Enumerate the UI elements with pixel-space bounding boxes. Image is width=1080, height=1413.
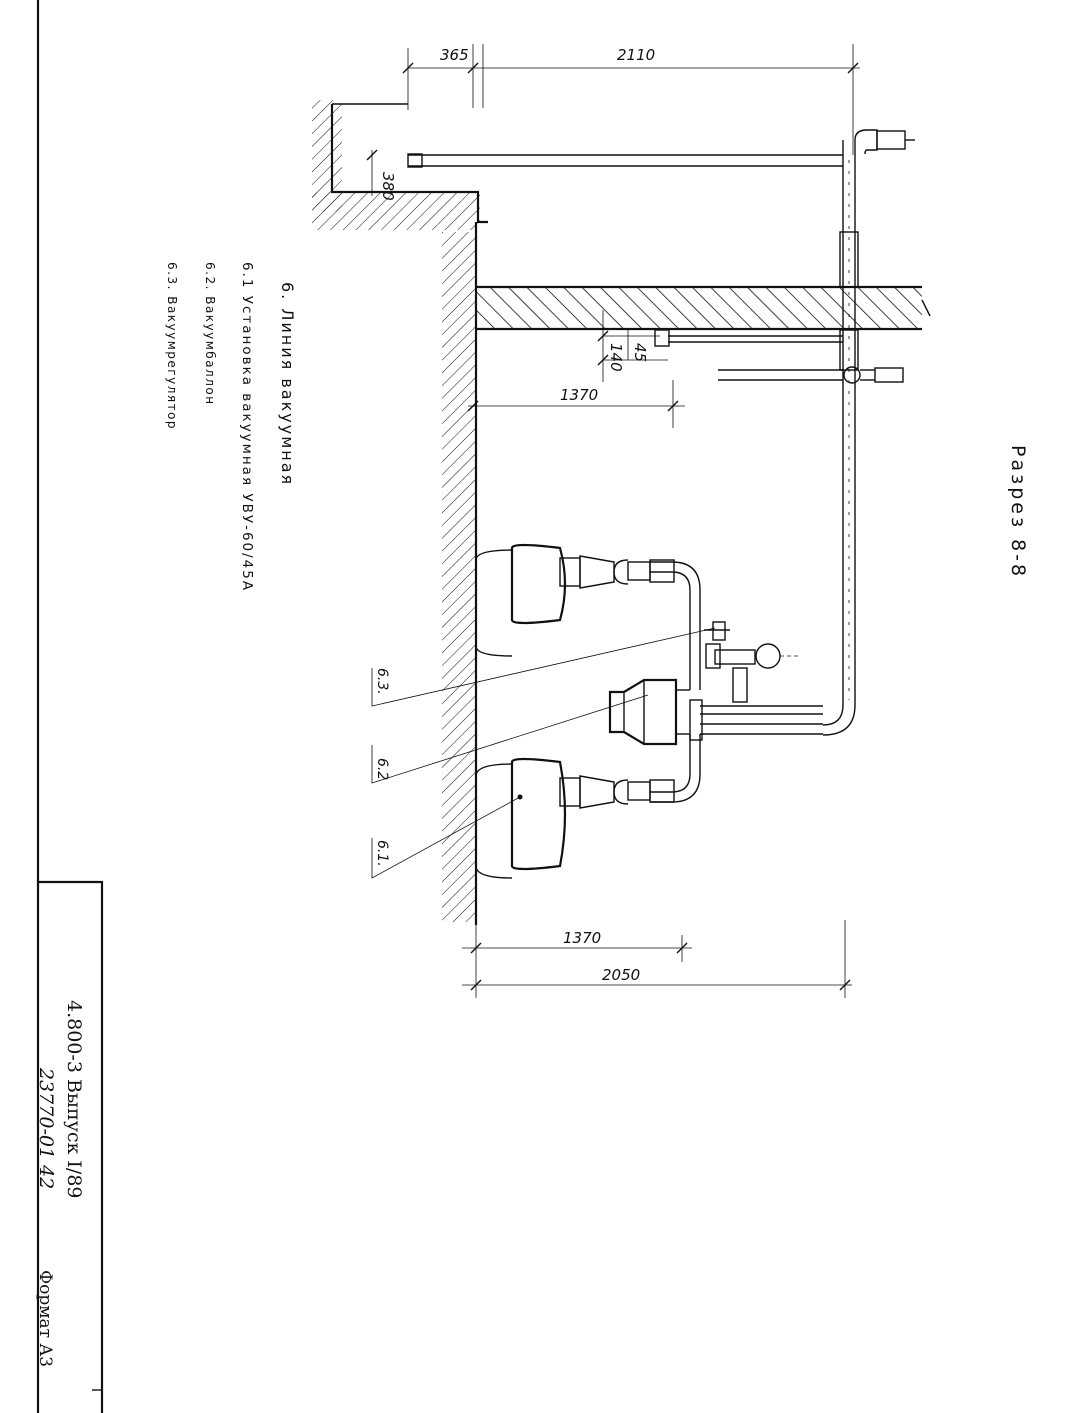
sheet-number: 23770-01 42 [35,1067,57,1189]
top-pipe [407,153,843,168]
title-block: 4.800-3 Выпуск I/89 23770-01 42 Формат А… [35,1000,85,1367]
dimension-lines [366,44,860,998]
vacuum-balloon [608,678,690,746]
floor-slab [312,100,488,925]
callout-6-3: 6.3. [374,668,390,695]
branch-pipes [654,329,904,384]
dim-365: 365 [440,46,469,64]
feed-pipe [689,699,823,741]
vacuum-unit-lower [475,734,701,879]
callout-6-1: 6.1. [374,840,390,867]
dim-1370-middle: 1370 [560,386,598,404]
dim-1370-bottom: 1370 [563,929,601,947]
main-riser-pipe [822,129,915,736]
legend-item-6-1: 6.1 Установка вакуумная УВУ-60/45А [239,262,255,592]
legend-item-6-3: 6.3. Вакуумрегулятор [165,262,179,430]
doc-code: 4.800-3 Выпуск I/89 [63,1000,85,1199]
dim-45: 45 [631,343,649,362]
legend-header: 6. Линия вакуумная [278,282,297,486]
sheet-format: Формат А3 [35,1270,55,1367]
vacuum-regulator [704,621,800,703]
section-title: Разрез 8-8 [1007,445,1029,579]
vacuum-unit-upper [475,543,701,690]
sheet-frame [36,0,104,1413]
dim-2050: 2050 [602,966,640,984]
legend-item-6-2: 6.2. Вакуумбаллон [203,262,217,406]
dim-140: 140 [607,343,625,372]
callout-leaders [371,627,716,879]
dim-380: 380 [379,172,397,201]
callout-6-2: 6.2 [374,758,390,780]
dim-2110: 2110 [617,46,655,64]
wall-slab [476,285,931,331]
legend: 6. Линия вакуумная 6.1 Установка вакуумн… [165,262,297,592]
